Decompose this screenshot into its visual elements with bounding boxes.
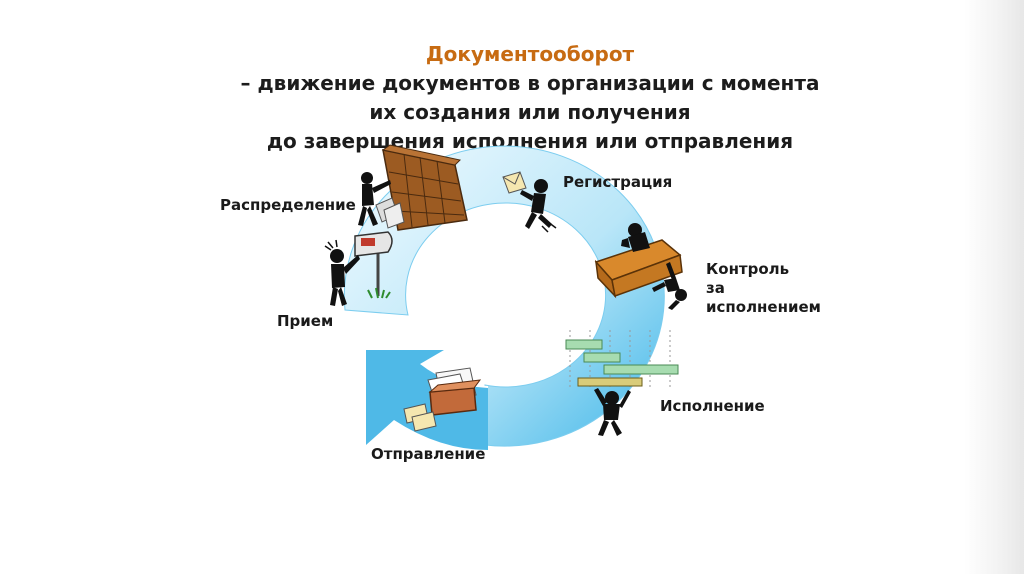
- stage-label-control-line-3: исполнением: [706, 298, 821, 316]
- stage-label-registration: Регистрация: [563, 173, 673, 191]
- stairs-icon: [565, 330, 679, 390]
- person-receiving-icon: [324, 239, 360, 306]
- person-registering-icon: [520, 179, 557, 233]
- person-sorting-icon: [358, 172, 391, 226]
- arrow-pointer-fill: [366, 350, 488, 450]
- papers-icon: [375, 197, 405, 229]
- stage-label-control-line-2: за: [706, 279, 725, 297]
- title-line-1: – движение документов в организации с мо…: [240, 71, 820, 95]
- slide-edge-shadow: [964, 0, 1024, 574]
- person-executing-icon: [594, 388, 631, 436]
- stage-label-reception: Прием: [277, 312, 334, 330]
- stage-label-control-line-1: Контроль: [706, 260, 790, 278]
- envelope-icon: [502, 171, 527, 194]
- person-controlling-icon: [621, 223, 650, 252]
- stage-label-execution: Исполнение: [660, 397, 765, 415]
- stage-label-sending: Отправление: [371, 445, 486, 463]
- envelopes-icon: [403, 403, 437, 432]
- desk-icon: [594, 239, 683, 299]
- stage-label-control: Контроль за исполнением: [706, 260, 821, 317]
- person-falling-icon: [652, 262, 687, 310]
- outgoing-box-icon: [427, 367, 482, 416]
- mailbox-icon: [354, 231, 393, 299]
- title-line-2: их создания или получения: [369, 100, 691, 124]
- title-term: Документооборот: [425, 42, 635, 66]
- stage-label-distribution: Распределение: [220, 196, 356, 214]
- sorting-cabinet-icon: [381, 144, 468, 231]
